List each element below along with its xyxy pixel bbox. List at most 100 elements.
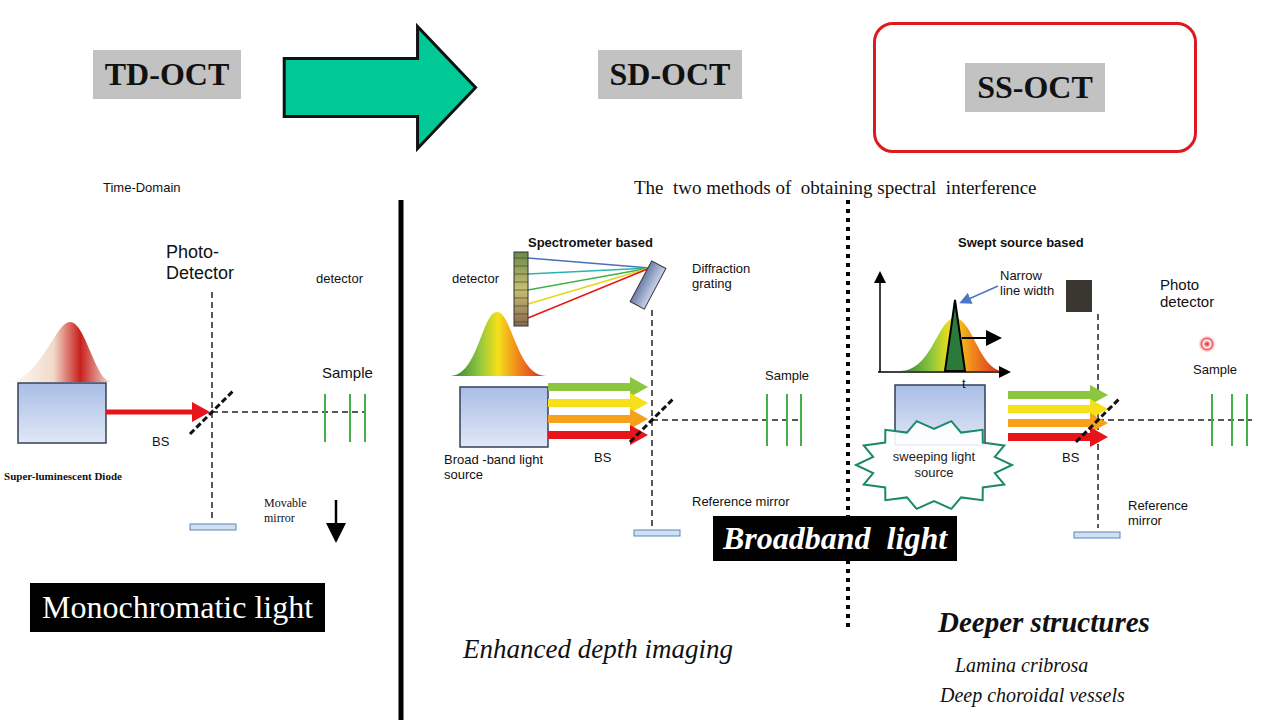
note: Deeper structures: [938, 606, 1150, 639]
part-label: Movable mirror: [264, 496, 326, 526]
axis: [879, 274, 881, 372]
pointer: [962, 286, 998, 302]
beams: [548, 377, 648, 445]
highlight-box: SS-OCT: [873, 22, 1197, 153]
sample-layer: [324, 394, 326, 442]
node-text: SD-OCT: [610, 56, 731, 92]
part-label: Sample: [765, 368, 809, 383]
red-dot: [1198, 335, 1216, 353]
sample-layer: [349, 394, 351, 442]
beam-splitter: [1076, 398, 1120, 442]
beam: [1008, 419, 1090, 427]
process-arrow: [284, 27, 475, 149]
sweep-arrow: [962, 337, 998, 339]
part-label: Reference mirror: [692, 494, 790, 509]
part-label: Super-luminescent Diode: [4, 470, 122, 482]
beam-splitter: [190, 390, 234, 434]
divider: [399, 200, 404, 720]
detector-pixel: [514, 314, 528, 315]
beam: [548, 399, 630, 407]
detector-pixel: [514, 274, 528, 275]
light-source: [18, 383, 106, 443]
part-label: BS: [594, 450, 611, 465]
arrow-head: [1090, 427, 1108, 447]
light-type-box: Monochromatic light: [30, 583, 325, 632]
note: Deep choroidal vessels: [940, 684, 1125, 707]
detector-pixel: [514, 258, 528, 259]
sample-layer: [1231, 394, 1233, 446]
node-text: Monochromatic light: [42, 589, 313, 625]
detector-pixel: [514, 282, 528, 283]
part-label: Photo detector: [1160, 276, 1230, 310]
node-text: Broadband light: [723, 520, 947, 556]
detector-pixel: [514, 298, 528, 299]
beam-path: [212, 411, 366, 413]
axis-label: t: [962, 376, 966, 391]
ray: [528, 268, 650, 318]
beam: [1008, 391, 1090, 399]
part-label: Narrow line width: [1000, 268, 1060, 298]
node-text: TD-OCT: [105, 56, 229, 92]
photo-detector: [1066, 280, 1092, 312]
part-label: detector: [452, 271, 499, 286]
note: Lamina cribrosa: [955, 654, 1088, 677]
section-label: The two methods of obtaining spectral in…: [634, 177, 1037, 199]
beam: [548, 383, 630, 391]
axis: [878, 371, 1008, 373]
ray: [528, 258, 650, 268]
detector-pixel: [514, 322, 528, 323]
narrow-line: [945, 300, 965, 371]
starburst-shape: [856, 421, 1012, 509]
mirror: [634, 530, 680, 536]
arrow-head: [192, 402, 210, 422]
sample-layer: [800, 394, 802, 446]
sample-layer: [766, 394, 768, 446]
source-starburst: sweeping light source: [856, 420, 1012, 510]
detector-pixel: [514, 290, 528, 291]
mirror: [1074, 532, 1120, 538]
detector-pixel: [514, 266, 528, 267]
part-label: Sample: [1193, 362, 1237, 377]
detector-array: [514, 252, 528, 326]
part-label: BS: [152, 434, 169, 449]
part-label: Diffraction grating: [692, 261, 772, 291]
part-label: BS: [1062, 450, 1079, 465]
detector-pixels: [514, 258, 528, 322]
part-label: Broad -band light source: [444, 452, 554, 482]
sample-layer: [1211, 394, 1213, 446]
diffraction-grating: [630, 261, 666, 309]
note: Enhanced depth imaging: [463, 634, 733, 665]
node-text: SS-OCT: [965, 63, 1105, 112]
detector-pixel: [514, 306, 528, 307]
sample-layer: [1246, 394, 1248, 446]
beam: [548, 431, 630, 439]
method-box: SD-OCT: [598, 50, 743, 99]
part-label: Spectrometer based: [528, 235, 653, 250]
beam: [1008, 405, 1090, 413]
part-label: Reference mirror: [1128, 498, 1218, 528]
node-text: sweeping light source: [884, 449, 984, 480]
part-label: Swept source based: [958, 235, 1084, 250]
method-box: TD-OCT: [93, 50, 241, 99]
motion-arrow: [335, 500, 338, 538]
part-label: detector: [316, 271, 363, 286]
spectrum: [6, 322, 112, 382]
beam-splitter: [630, 398, 674, 442]
beams: [1008, 385, 1108, 447]
sample-layer: [786, 394, 788, 446]
light-type-box: Broadband light: [713, 516, 957, 561]
light-beam: [106, 410, 196, 415]
beam-path: [652, 419, 800, 421]
beam: [548, 415, 630, 423]
sample-layer: [364, 394, 366, 442]
beam-path: [1098, 419, 1252, 421]
beam-path: [211, 292, 213, 522]
part-label: Sample: [322, 364, 373, 381]
td-setup: [6, 292, 366, 538]
spectrum: [450, 312, 546, 376]
part-label: Photo-Detector: [166, 242, 246, 284]
sd-setup: [450, 252, 801, 536]
section-label: Time-Domain: [103, 180, 181, 195]
divider: [846, 200, 850, 628]
